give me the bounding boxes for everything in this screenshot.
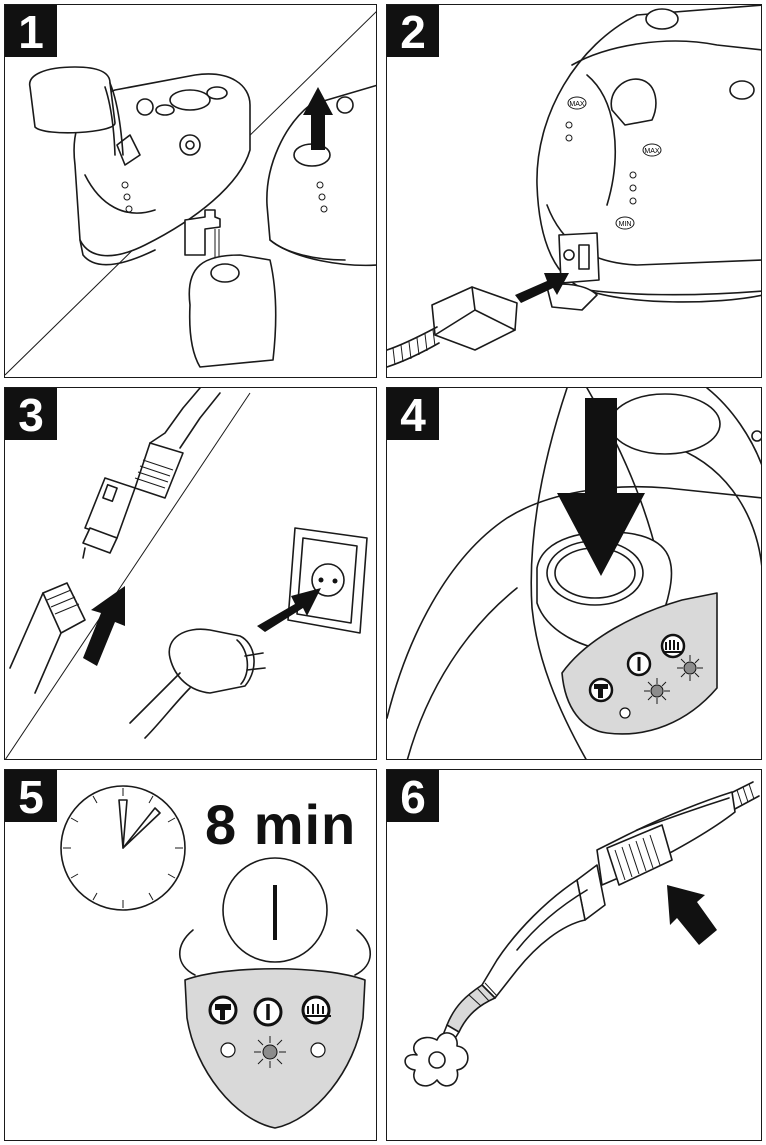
heat-up-wait-illustration [60, 785, 371, 1129]
water-tap-fixture [184, 209, 221, 256]
insert-up-arrow [83, 586, 125, 666]
plug-in-illustration [5, 388, 368, 759]
hose-connector [431, 286, 518, 351]
power-plug [168, 628, 255, 694]
step-1-panel: 1 [4, 4, 377, 378]
step-3-panel: 3 [4, 387, 377, 760]
min-label: MIN [619, 221, 632, 228]
fill-water-tank-illustration [5, 11, 376, 376]
clock-icon [60, 785, 186, 911]
step-number-badge: 3 [5, 388, 57, 441]
insert-arrow [515, 273, 569, 303]
removable-tank [188, 254, 277, 368]
water-tap-icon [588, 677, 614, 703]
press-power-illustration [387, 388, 761, 759]
press-down-arrow [557, 398, 645, 576]
connect-hose-illustration: MAX MAX MIN [387, 5, 761, 368]
step-number-badge: 2 [387, 5, 439, 58]
lit-power-lamp [254, 1036, 286, 1068]
step-5-panel: 5 8 min [4, 769, 377, 1141]
step-2-panel: 2 MAX MAX MIN [386, 4, 762, 378]
press-trigger-arrow [667, 885, 717, 945]
steam-trigger [606, 824, 673, 886]
max-label: MAX [569, 101, 585, 108]
power-icon [626, 651, 652, 677]
max-label: MAX [644, 148, 660, 155]
step-6-panel: 6 [386, 769, 762, 1141]
heat-up-duration: 8 min [205, 793, 357, 856]
step-4-panel: 4 [386, 387, 762, 760]
step-number-badge: 1 [5, 5, 57, 58]
brush-attachment [404, 1032, 469, 1087]
insert-plug-arrow [257, 588, 321, 632]
water-lamp [220, 1042, 236, 1058]
step-number-badge: 5 [5, 770, 57, 823]
heating-icon [301, 995, 331, 1025]
step-number-badge: 4 [387, 388, 439, 441]
steam-handle-illustration [404, 781, 760, 1087]
power-icon [253, 997, 283, 1027]
step-number-badge: 6 [387, 770, 439, 823]
heating-lamp [310, 1042, 326, 1058]
lift-tank-arrow [303, 87, 333, 150]
fill-port [169, 89, 211, 111]
heating-icon [660, 633, 686, 659]
water-tap-icon [208, 995, 238, 1025]
lit-power-lamp [644, 678, 670, 704]
lit-heating-lamp [677, 655, 703, 681]
